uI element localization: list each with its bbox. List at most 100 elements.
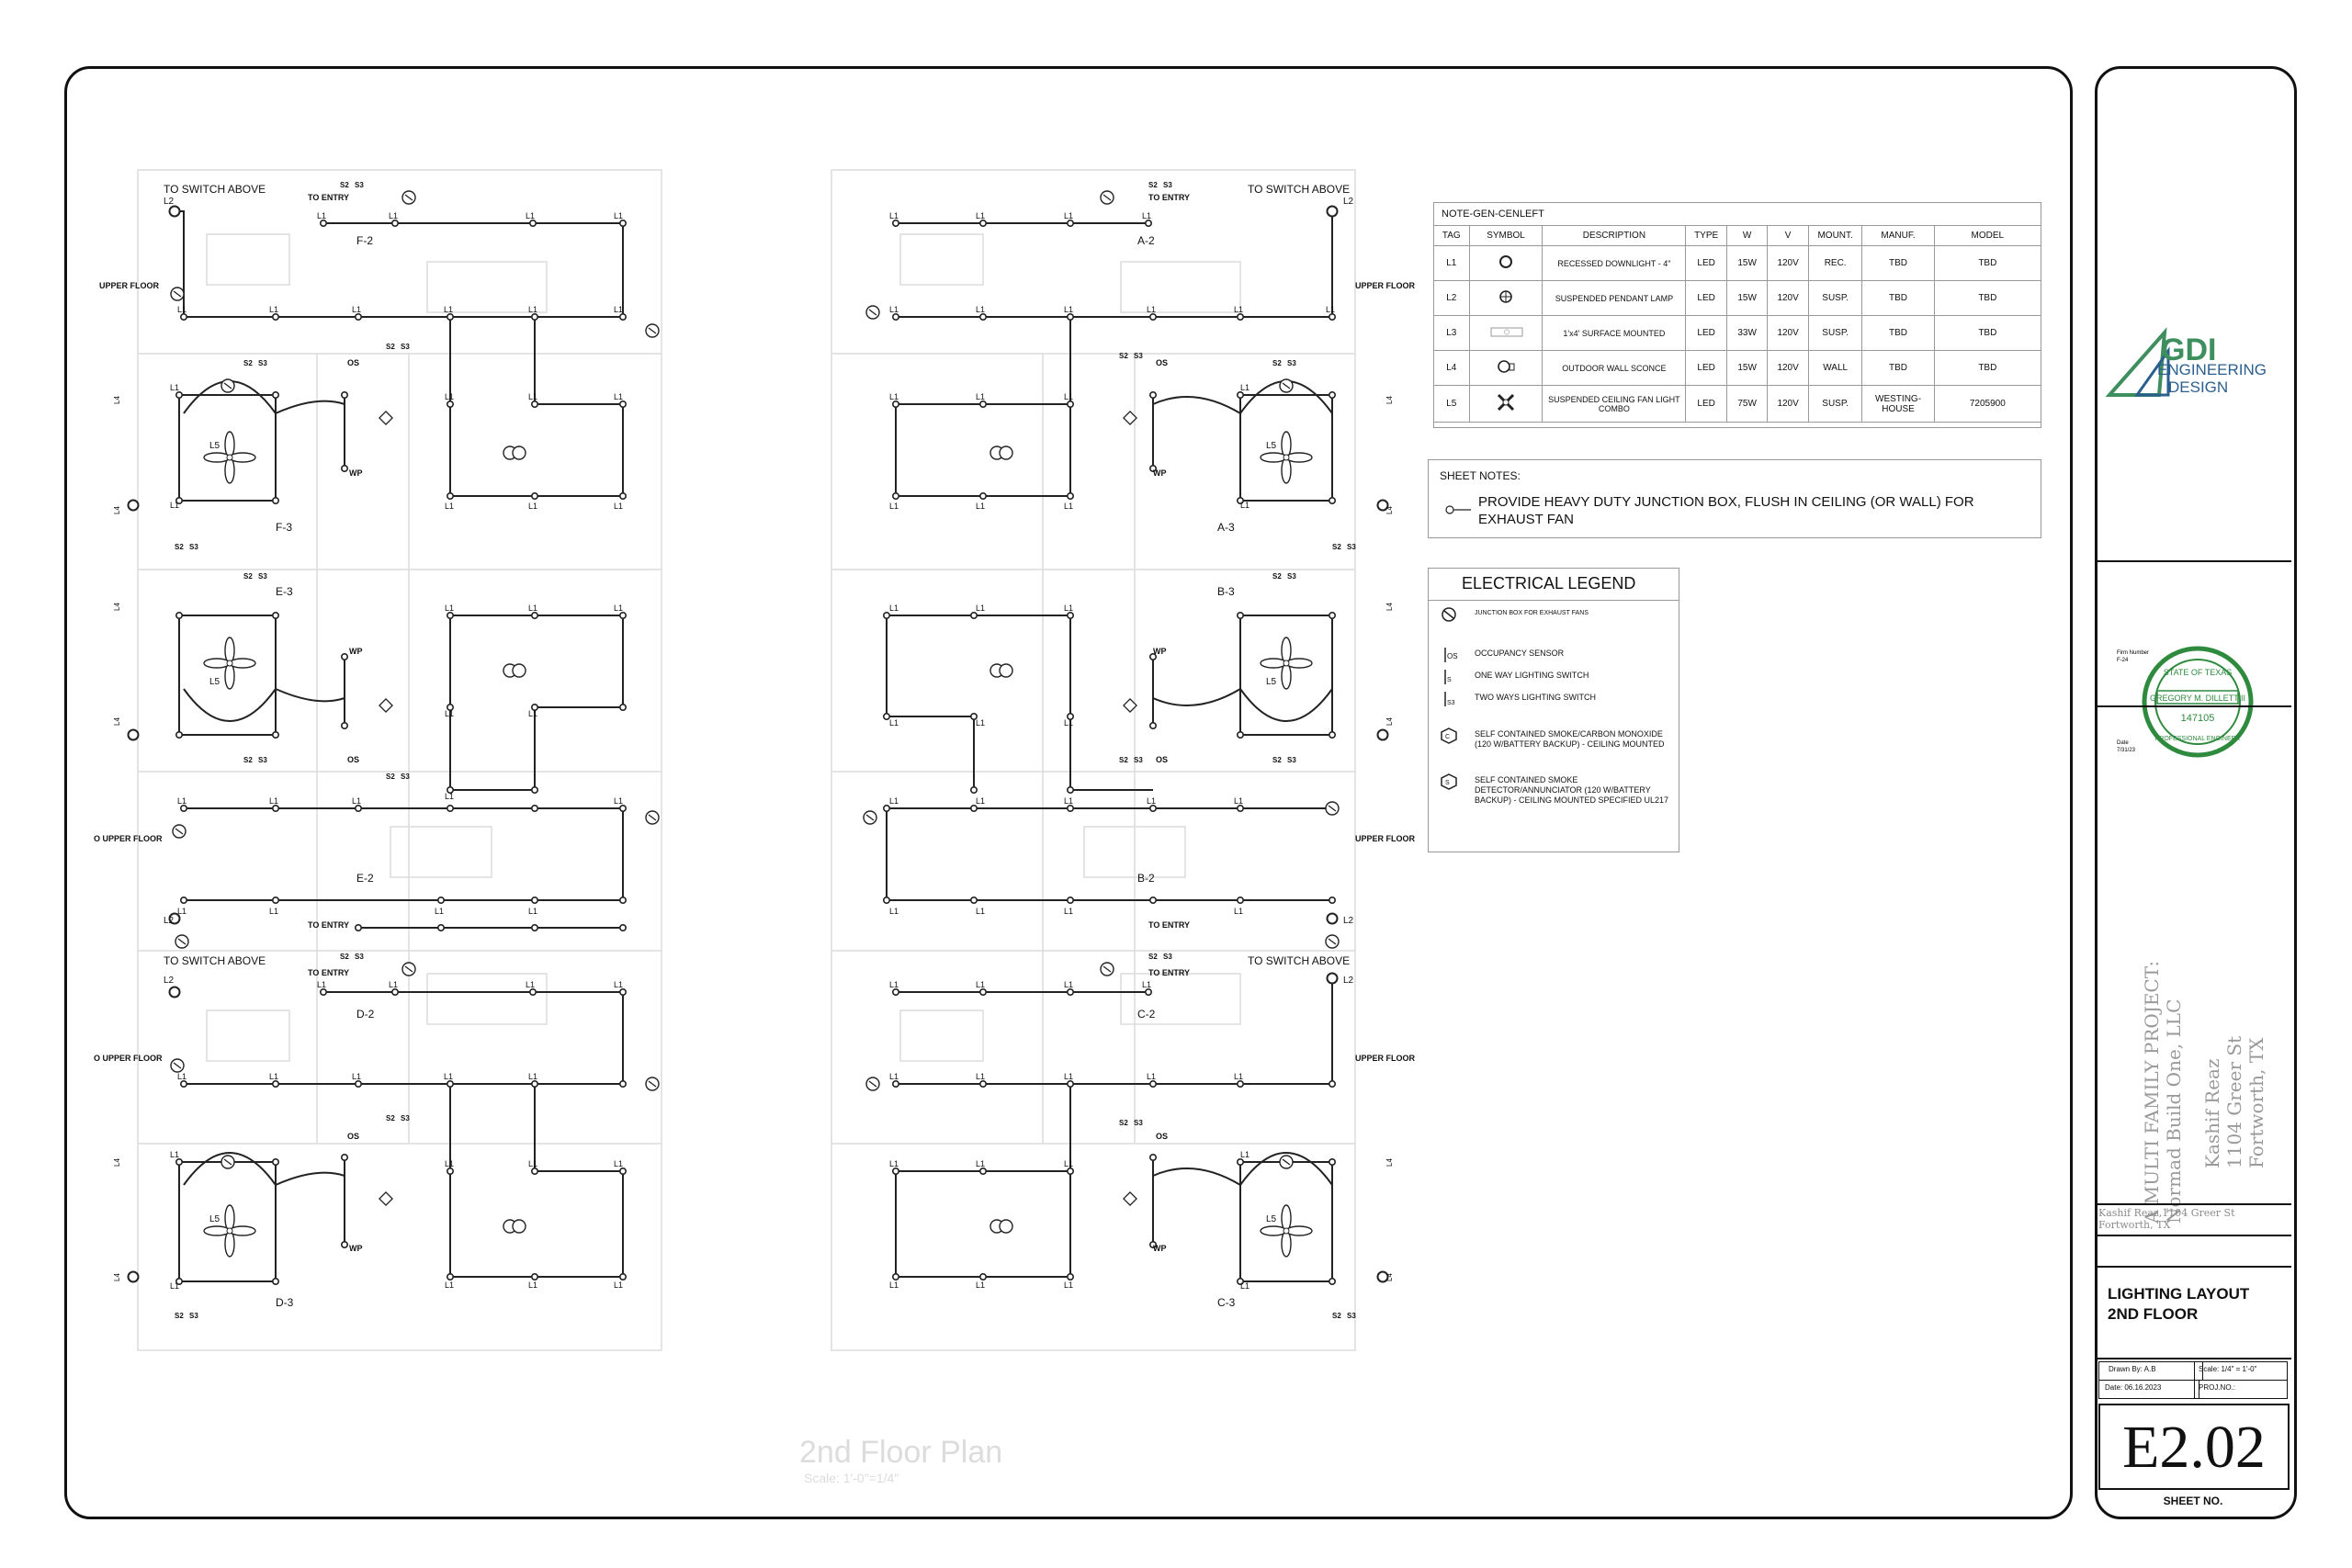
schedule-cell-w: 15W	[1725, 350, 1769, 386]
fixture-dot	[1149, 464, 1158, 472]
schedule-cell-manuf: WESTING-HOUSE	[1861, 385, 1935, 423]
plan-label: L1	[170, 1281, 179, 1291]
ceiling-fan-symbol	[1260, 1204, 1313, 1258]
sheet-title-line-1: LIGHTING LAYOUT	[2108, 1285, 2250, 1303]
fixture-dot	[1067, 400, 1075, 408]
fixture-dot	[618, 400, 627, 408]
schedule-header-cell: TYPE	[1685, 225, 1727, 246]
plan-label: S3	[1347, 1312, 1356, 1320]
fixture-dot	[1329, 611, 1337, 619]
fixture-dot	[618, 923, 627, 931]
plan-label: L1	[269, 907, 278, 916]
schedule-cell-model: 7205900	[1933, 385, 2042, 423]
schedule-cell-v: 120V	[1767, 245, 1809, 281]
plan-label: S3	[401, 343, 410, 351]
plan-label: L1	[976, 1072, 985, 1081]
pendant-fixture	[127, 728, 140, 741]
co-smoke-detector-symbol	[989, 663, 1013, 678]
plan-label: L1	[435, 907, 444, 916]
fixture-dot	[530, 400, 538, 408]
fixture-dot	[1237, 1158, 1245, 1167]
fixture-dot	[1329, 496, 1337, 504]
plan-label: L1	[170, 501, 179, 510]
plan-label: L1	[889, 305, 899, 314]
schedule-cell-w: 33W	[1725, 315, 1769, 351]
plan-label: TO ENTRY	[308, 193, 349, 202]
plan-label: L1	[976, 907, 985, 916]
schedule-header-cell: SYMBOL	[1468, 225, 1544, 246]
fixture-dot	[530, 804, 538, 812]
sheet-number: E2.02	[2122, 1414, 2266, 1481]
sheet-number-label: SHEET NO.	[2163, 1495, 2223, 1507]
fixture-dot	[271, 804, 279, 812]
fixture-dot	[446, 1168, 454, 1176]
plan-label: L4	[113, 717, 121, 726]
plan-label: L5	[209, 677, 220, 687]
unit-tag: B-2	[1137, 872, 1155, 885]
plan-label: WP	[1153, 1244, 1167, 1253]
unit-tag: A-2	[1137, 234, 1155, 247]
schedule-cell-description: SUSPENDED CEILING FAN LIGHT COMBO	[1542, 385, 1687, 423]
fixture-dot	[1067, 312, 1075, 321]
pendant-fixture	[127, 499, 140, 512]
smoke-detector-symbol	[1279, 1155, 1294, 1169]
plan-label: S2	[1332, 1312, 1341, 1320]
svg-text:OS: OS	[1447, 652, 1458, 660]
fixture-dot	[891, 220, 899, 228]
plan-label: OS	[1156, 1132, 1168, 1141]
plan-label: S2	[243, 359, 253, 367]
schedule-cell-tag: L2	[1433, 280, 1470, 316]
pendant-lamp-icon	[1468, 280, 1544, 316]
fixture-dot	[618, 703, 627, 711]
smoke-detector-symbol	[865, 305, 880, 320]
schedule-cell-description: OUTDOOR WALL SCONCE	[1542, 350, 1687, 386]
plan-label: L1	[1064, 980, 1073, 989]
unit-tag: C-3	[1217, 1296, 1236, 1309]
smoke-detector-symbol	[401, 962, 416, 976]
fixture-dot	[891, 312, 899, 321]
plan-label: S3	[355, 181, 364, 189]
svg-text:S: S	[1447, 677, 1452, 683]
fixture-dot	[979, 400, 988, 408]
fixture-dot	[1149, 721, 1158, 729]
project-line-2: Normad Build One, LLC	[2163, 998, 2185, 1224]
plan-label: L1	[269, 1072, 278, 1081]
co-smoke-detector-icon: C	[1438, 727, 1462, 751]
fixture-dot	[1067, 896, 1075, 904]
plan-label: S3	[189, 1312, 198, 1320]
fixture-dot	[1149, 896, 1158, 904]
schedule-cell-v: 120V	[1767, 350, 1809, 386]
ceiling-fan-symbol	[203, 1204, 256, 1258]
plan-label: L1	[976, 502, 985, 511]
plan-label: UPPER FLOOR	[1355, 281, 1416, 290]
fixture-dot	[390, 220, 399, 228]
plan-label: L1	[976, 392, 985, 401]
plan-label: L4	[1385, 717, 1394, 726]
plan-label: L1	[528, 1159, 537, 1168]
plan-label: L4	[113, 506, 121, 514]
fixture-dot	[354, 923, 362, 931]
fixture-dot	[340, 1241, 348, 1249]
fixture-dot	[175, 496, 184, 504]
fixture-dot	[530, 1168, 538, 1176]
plan-label: S2	[175, 1312, 184, 1320]
ceiling-fan-symbol	[203, 637, 256, 690]
fixture-dot	[530, 923, 538, 931]
plan-label: S3	[401, 773, 410, 781]
plan-label: UPPER FLOOR	[1355, 1054, 1416, 1063]
fixture-dot	[891, 1168, 899, 1176]
project-number: PROJ.NO.:	[2194, 1380, 2288, 1399]
schedule-header-cell: W	[1725, 225, 1769, 246]
engineer-seal: Firm Number F-24 Date 7/31/23 STATE OF T…	[2117, 646, 2254, 758]
fixture-dot	[354, 312, 362, 321]
plan-label: S2	[1148, 181, 1158, 189]
fixture-dot	[271, 896, 279, 904]
smoke-detector-symbol	[1100, 190, 1114, 205]
fixture-dot	[882, 804, 890, 812]
legend-item-text: OCCUPANCY SENSOR	[1475, 649, 1565, 658]
plan-label: L1	[889, 1280, 899, 1290]
fixture-dot	[1067, 804, 1075, 812]
